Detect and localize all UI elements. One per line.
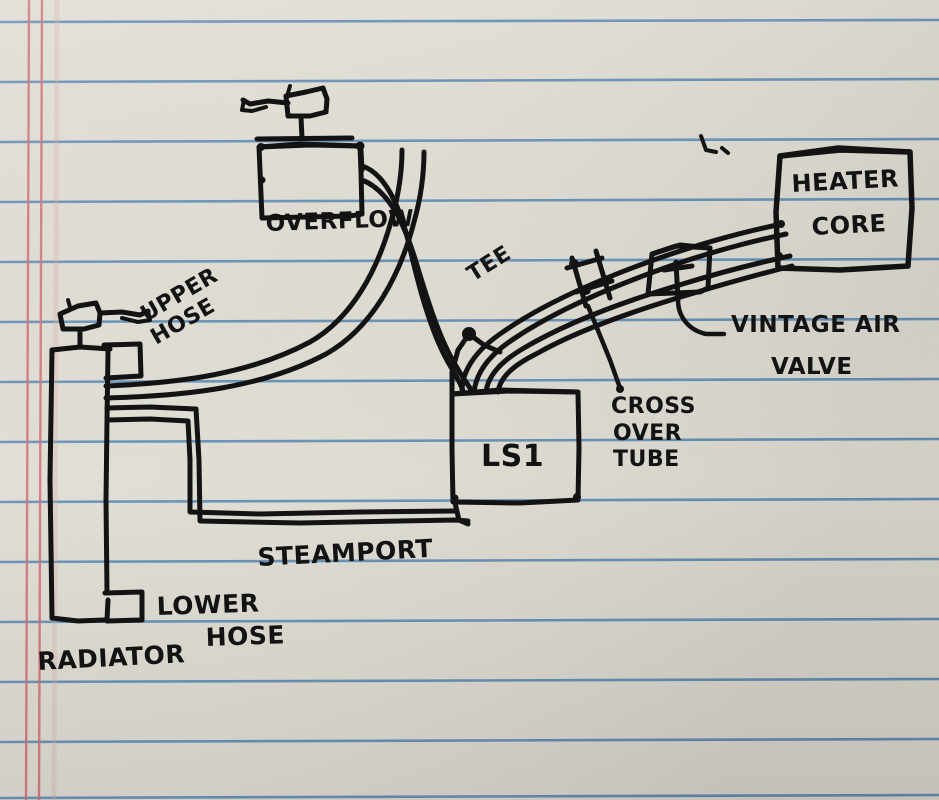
notebook-page: OVERFLOW UPPER HOSE TEE HEATER CORE VINT… — [0, 0, 939, 800]
ruled-paper-background — [0, 0, 939, 800]
paper-grain — [0, 0, 939, 800]
